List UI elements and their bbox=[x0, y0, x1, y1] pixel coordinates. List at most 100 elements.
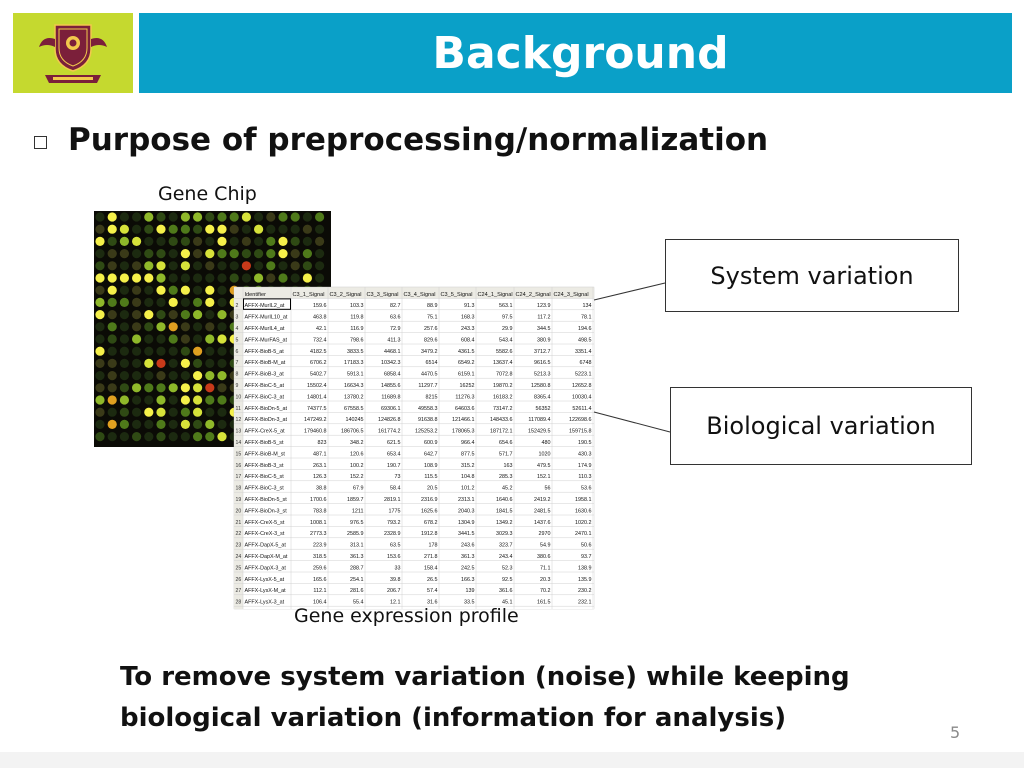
sheet-value-cell: 75.1 bbox=[427, 315, 438, 321]
sheet-row-number: 24 bbox=[236, 554, 242, 560]
footer-strip bbox=[0, 752, 1024, 768]
sheet-value-cell: 52611.4 bbox=[572, 406, 591, 412]
chip-spot bbox=[107, 407, 117, 417]
chip-spot bbox=[290, 212, 300, 222]
chip-spot bbox=[95, 212, 105, 222]
chip-spot bbox=[132, 297, 142, 307]
chip-spot bbox=[132, 383, 142, 393]
sheet-row-number: 9 bbox=[236, 383, 239, 389]
chip-spot bbox=[193, 236, 203, 246]
chip-spot bbox=[132, 273, 142, 283]
chip-spot bbox=[119, 261, 129, 271]
chip-spot bbox=[180, 346, 190, 356]
sheet-value-cell: 14801.4 bbox=[307, 394, 327, 400]
chip-spot bbox=[107, 334, 117, 344]
sheet-identifier-cell: AFFX-BioDn-5_st bbox=[245, 497, 288, 503]
sheet-identifier-cell: AFFX-BioB-3_at bbox=[245, 372, 285, 378]
sheet-value-cell: 12652.8 bbox=[572, 383, 592, 389]
chip-spot bbox=[278, 224, 288, 234]
chip-spot bbox=[205, 249, 215, 259]
chip-spot bbox=[156, 346, 166, 356]
chip-spot bbox=[95, 383, 105, 393]
sheet-value-cell: 654.6 bbox=[499, 440, 513, 446]
chip-spot bbox=[168, 346, 178, 356]
chip-spot bbox=[95, 261, 105, 271]
sheet-value-cell: 166.3 bbox=[461, 577, 475, 583]
sheet-value-cell: 1211 bbox=[352, 508, 364, 514]
sheet-value-cell: 186706.5 bbox=[341, 429, 363, 435]
sheet-value-cell: 63.5 bbox=[390, 543, 401, 549]
chip-spot bbox=[144, 249, 154, 259]
sheet-value-cell: 1437.6 bbox=[534, 520, 551, 526]
chip-spot bbox=[205, 419, 215, 429]
chip-spot bbox=[119, 395, 129, 405]
chip-spot bbox=[168, 224, 178, 234]
chip-spot bbox=[156, 249, 166, 259]
sheet-column-header: C3_5_Signal bbox=[441, 292, 473, 298]
chip-spot bbox=[205, 273, 215, 283]
sheet-identifier-cell: AFFX-DapX-3_at bbox=[245, 565, 287, 571]
sheet-value-cell: 71.1 bbox=[540, 565, 551, 571]
sheet-value-cell: 138.9 bbox=[578, 565, 592, 571]
sheet-value-cell: 42.1 bbox=[316, 326, 327, 332]
sheet-value-cell: 122698.6 bbox=[569, 417, 591, 423]
chip-spot bbox=[180, 419, 190, 429]
chip-spot bbox=[217, 297, 227, 307]
sheet-value-cell: 4361.5 bbox=[458, 349, 475, 355]
chip-spot bbox=[315, 224, 325, 234]
sheet-identifier-cell: AFFX-BioB-3_st bbox=[245, 463, 284, 469]
sheet-value-cell: 11276.3 bbox=[455, 394, 474, 400]
sheet-value-cell: 243.6 bbox=[461, 543, 475, 549]
chip-spot bbox=[266, 249, 276, 259]
sheet-value-cell: 187172.1 bbox=[490, 429, 512, 435]
sheet-column-header: C3_2_Signal bbox=[330, 292, 362, 298]
chip-spot bbox=[119, 297, 129, 307]
sheet-value-cell: 344.5 bbox=[537, 326, 551, 332]
chip-spot bbox=[156, 395, 166, 405]
sheet-value-cell: 2585.9 bbox=[347, 531, 364, 537]
sheet-value-cell: 9616.5 bbox=[534, 360, 551, 366]
sheet-value-cell: 281.6 bbox=[350, 588, 364, 594]
sheet-value-cell: 285.3 bbox=[499, 474, 513, 480]
chip-spot bbox=[132, 212, 142, 222]
sheet-value-cell: 56352 bbox=[536, 406, 551, 412]
chip-spot bbox=[193, 224, 203, 234]
chip-spot bbox=[193, 407, 203, 417]
chip-spot bbox=[156, 224, 166, 234]
sheet-value-cell: 348.2 bbox=[350, 440, 364, 446]
sheet-value-cell: 2316.9 bbox=[421, 497, 438, 503]
sheet-value-cell: 5223.1 bbox=[575, 372, 592, 378]
sheet-value-cell: 190.7 bbox=[387, 463, 401, 469]
sheet-value-cell: 3712.7 bbox=[534, 349, 551, 355]
sheet-value-cell: 54.9 bbox=[540, 543, 551, 549]
chip-spot bbox=[119, 432, 129, 442]
chip-spot bbox=[180, 212, 190, 222]
sheet-identifier-cell: AFFX-CreX-5_st bbox=[245, 520, 285, 526]
sheet-row-number: 7 bbox=[236, 360, 239, 366]
sheet-value-cell: 232.1 bbox=[578, 600, 592, 606]
chip-spot bbox=[254, 212, 264, 222]
sheet-value-cell: 2470.1 bbox=[575, 531, 592, 537]
sheet-value-cell: 161.5 bbox=[537, 600, 551, 606]
chip-spot bbox=[168, 297, 178, 307]
chip-spot bbox=[132, 310, 142, 320]
sheet-value-cell: 152429.5 bbox=[528, 429, 550, 435]
sheet-value-cell: 29.9 bbox=[502, 326, 513, 332]
chip-spot bbox=[95, 395, 105, 405]
sheet-value-cell: 178065.3 bbox=[452, 429, 474, 435]
sheet-value-cell: 152.1 bbox=[537, 474, 551, 480]
chip-spot bbox=[95, 334, 105, 344]
sheet-value-cell: 15502.4 bbox=[307, 383, 327, 389]
sheet-value-cell: 783.8 bbox=[313, 508, 327, 514]
sheet-identifier-cell: AFFX-BioDn-3_st bbox=[245, 508, 288, 514]
chip-spot bbox=[180, 273, 190, 283]
chip-spot bbox=[180, 249, 190, 259]
chip-spot bbox=[95, 273, 105, 283]
chip-spot bbox=[205, 224, 215, 234]
chip-spot bbox=[107, 346, 117, 356]
sheet-value-cell: 7072.8 bbox=[496, 372, 513, 378]
sheet-value-cell: 159715.8 bbox=[569, 429, 591, 435]
chip-spot bbox=[217, 285, 227, 295]
sheet-value-cell: 1008.1 bbox=[310, 520, 327, 526]
chip-spot bbox=[132, 358, 142, 368]
